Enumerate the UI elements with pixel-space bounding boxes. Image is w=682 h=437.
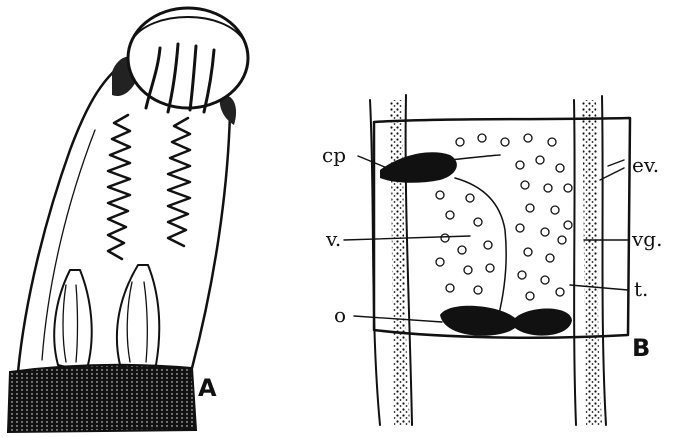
- label-o: o: [334, 303, 346, 327]
- panel-b-label: B: [632, 334, 650, 362]
- outer-wall-right: [602, 96, 606, 425]
- inner-margin-line: [42, 130, 95, 360]
- label-cp: cp: [322, 143, 346, 167]
- coiled-duct-left: [108, 115, 130, 259]
- sac-left-inner: [63, 285, 78, 362]
- sac-right: [117, 265, 159, 369]
- proglottid-body-outline: [18, 62, 125, 372]
- excretory-vessel-right: [582, 100, 602, 425]
- panel-a-label: A: [198, 374, 217, 402]
- label-t: t.: [634, 277, 648, 301]
- sac-right-inner: [127, 282, 147, 362]
- panel-b: cp ev. v. vg. t. o B: [322, 95, 662, 425]
- scolex-disc: [128, 8, 248, 108]
- label-vg: vg.: [631, 227, 662, 251]
- cirrus-duct: [450, 155, 500, 160]
- label-v: v.: [325, 227, 341, 251]
- panel-a: A: [8, 8, 248, 432]
- label-ev: ev.: [632, 153, 659, 177]
- basal-band: [8, 365, 196, 432]
- outer-wall-right-inner: [574, 100, 576, 425]
- sac-left: [54, 270, 92, 367]
- ovary: [440, 306, 572, 336]
- proglottid-body-outline-right: [192, 112, 230, 368]
- vagina-duct: [455, 178, 506, 318]
- coiled-duct-right: [168, 118, 190, 246]
